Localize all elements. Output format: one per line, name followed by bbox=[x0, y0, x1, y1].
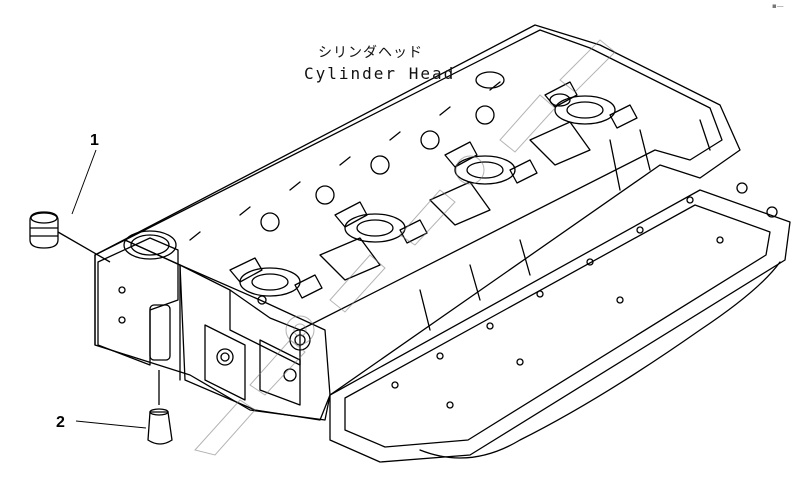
callout-1: 1 bbox=[90, 132, 99, 149]
callout-2: 2 bbox=[56, 414, 65, 431]
title-japanese: シリンダヘッド bbox=[318, 45, 423, 61]
gasket-plate bbox=[329, 189, 791, 463]
part-plug-1 bbox=[29, 211, 111, 263]
front-face bbox=[179, 264, 331, 421]
head-body bbox=[94, 24, 741, 421]
watermark-logo bbox=[194, 39, 616, 456]
valve-clusters bbox=[229, 81, 638, 299]
part-cap-2 bbox=[75, 370, 173, 445]
corner-mark: ▪— bbox=[772, 2, 784, 10]
bolt-holes bbox=[118, 105, 778, 409]
title-english: Cylinder Head bbox=[304, 64, 456, 83]
